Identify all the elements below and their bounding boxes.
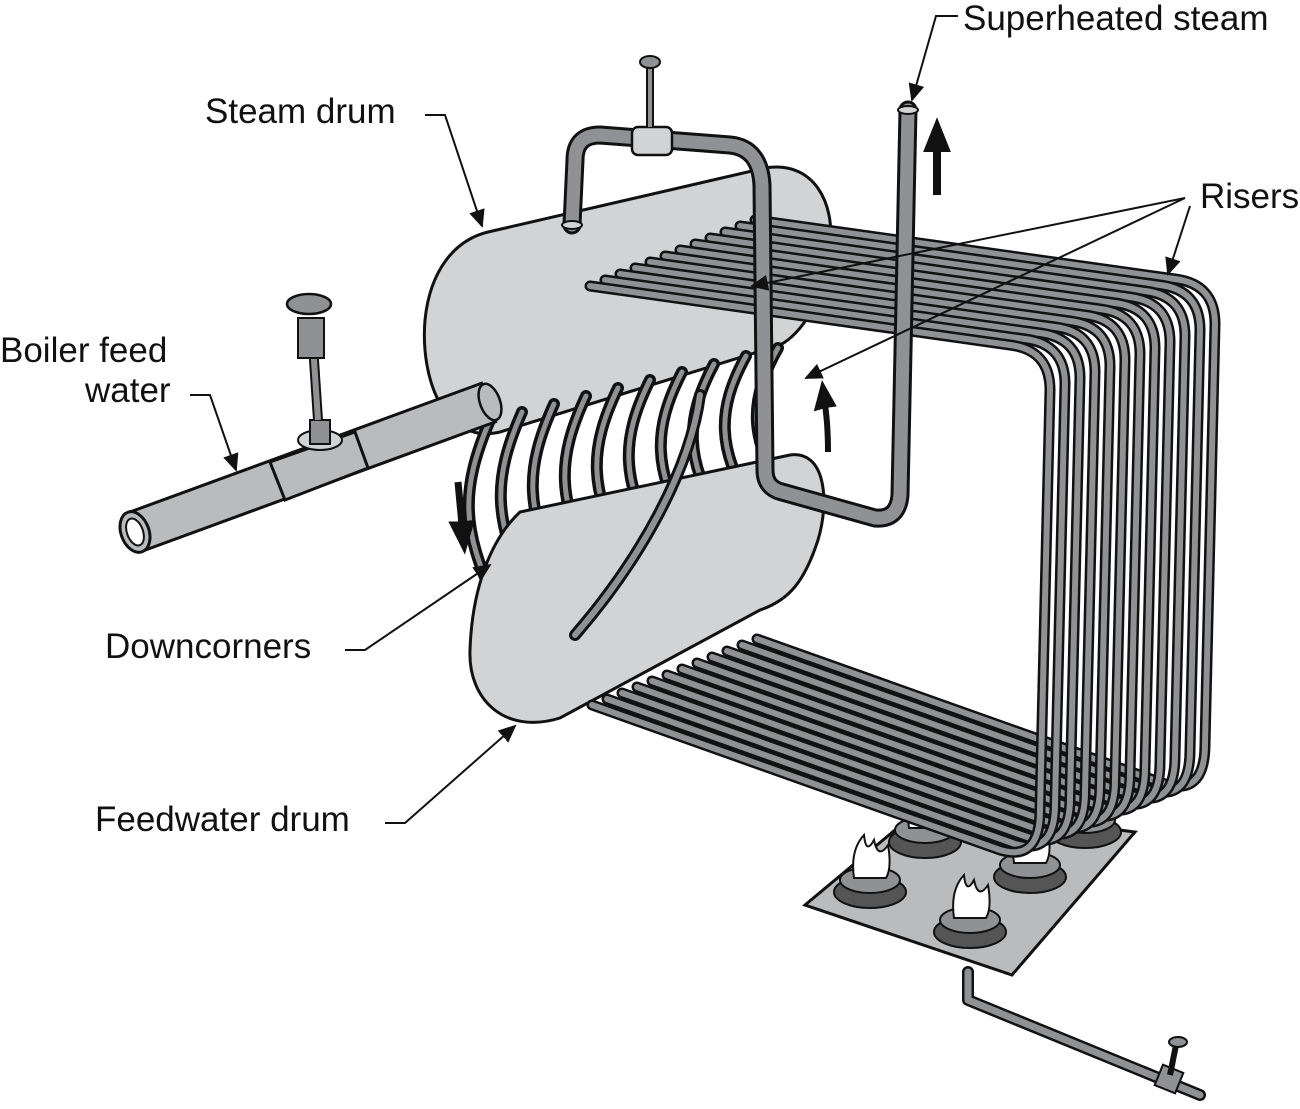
flame-icon: [852, 832, 891, 879]
up-arrow-icon: [923, 117, 951, 195]
label-feedwater-drum: Feedwater drum: [95, 800, 350, 839]
flame-icon: [952, 872, 991, 919]
burner: [833, 832, 907, 909]
label-downcorners: Downcorners: [105, 627, 311, 666]
label-steam-drum: Steam drum: [205, 92, 396, 131]
boiler-feed-pipe: [118, 292, 503, 554]
leader-lines: [190, 15, 1191, 824]
riser-tube: [584, 280, 1056, 858]
steam-valve-knob: [639, 55, 661, 69]
label-boiler-feed-water: water: [84, 371, 171, 410]
superheater-pipe: [561, 55, 919, 528]
label-boiler-feed: Boiler feed: [0, 331, 167, 370]
label-risers: Risers: [1200, 177, 1299, 216]
down-arrow-icon: [448, 481, 475, 555]
up-arrow-icon: [813, 380, 837, 453]
label-superheated-steam: Superheated steam: [963, 0, 1268, 38]
riser-tubes: [584, 214, 1221, 858]
burner: [933, 872, 1007, 949]
fuel-supply-pipe: [962, 966, 1206, 1101]
steam-valve-body: [630, 125, 674, 157]
feed-valve-knob: [285, 292, 333, 316]
